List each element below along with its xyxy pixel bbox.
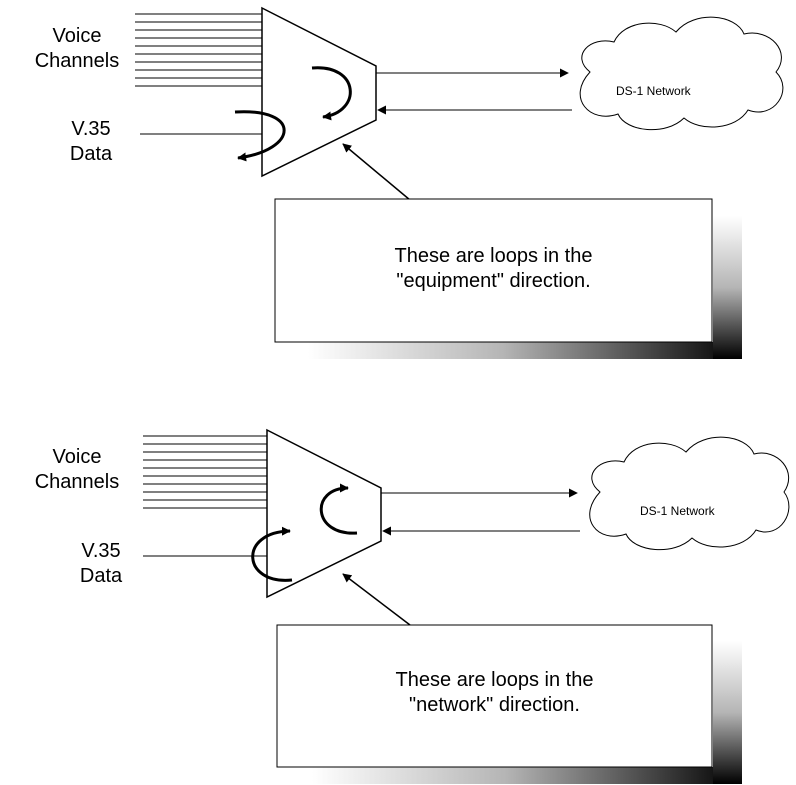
top-voice-channel-lines xyxy=(135,13,262,87)
bottom-note-text: These are loops in the "network" directi… xyxy=(277,668,712,718)
bottom-note-shadow-bottom xyxy=(312,767,742,784)
top-note-text: These are loops in the "equipment" direc… xyxy=(275,244,712,294)
bottom-data-label-line-2: Data xyxy=(79,565,123,587)
top-equipment-loop-arrow-1 xyxy=(311,66,352,121)
bottom-note-box xyxy=(276,624,713,768)
bottom-multiplexer-shape xyxy=(266,428,382,599)
top-equipment-loop-arrow-2 xyxy=(234,110,286,162)
top-diagram xyxy=(135,6,784,359)
bottom-note-line-1: These are loops in the xyxy=(395,669,594,691)
bottom-data-label: V.35 Data xyxy=(56,539,146,589)
bottom-voice-label-line-1: Voice xyxy=(52,446,102,468)
top-note-line-2: "equipment" direction. xyxy=(396,270,591,292)
top-ds1-network-cloud xyxy=(579,16,784,131)
top-note-shadow-bottom xyxy=(308,342,742,359)
top-data-label-line-2: Data xyxy=(69,143,113,165)
top-callout-arrow xyxy=(342,143,411,201)
bottom-voice-label-line-2: Channels xyxy=(34,471,120,493)
bottom-ds1-network-cloud xyxy=(589,436,790,551)
top-multiplexer-shape xyxy=(261,6,377,178)
top-data-label: V.35 Data xyxy=(46,117,136,167)
top-data-label-line-1: V.35 xyxy=(71,118,111,140)
bottom-voice-label: Voice Channels xyxy=(22,445,132,495)
bottom-network-loop-arrow-1 xyxy=(319,483,358,535)
top-voice-label: Voice Channels xyxy=(22,24,132,74)
top-note-box xyxy=(274,198,713,343)
top-network-label: DS-1 Network xyxy=(616,84,691,98)
bottom-note-shadow-right xyxy=(713,641,742,784)
bottom-data-label-line-1: V.35 xyxy=(81,540,121,562)
bottom-note-line-2: "network" direction. xyxy=(409,694,580,716)
bottom-network-loop-arrow-2 xyxy=(251,526,293,582)
top-voice-label-line-1: Voice xyxy=(52,25,102,47)
bottom-voice-channel-lines xyxy=(143,435,267,509)
bottom-network-label: DS-1 Network xyxy=(640,504,715,518)
top-note-shadow-right xyxy=(713,216,742,359)
top-voice-label-line-2: Channels xyxy=(34,50,120,72)
top-note-line-1: These are loops in the xyxy=(394,245,593,267)
bottom-diagram xyxy=(143,428,790,784)
bottom-callout-arrow xyxy=(342,573,411,626)
